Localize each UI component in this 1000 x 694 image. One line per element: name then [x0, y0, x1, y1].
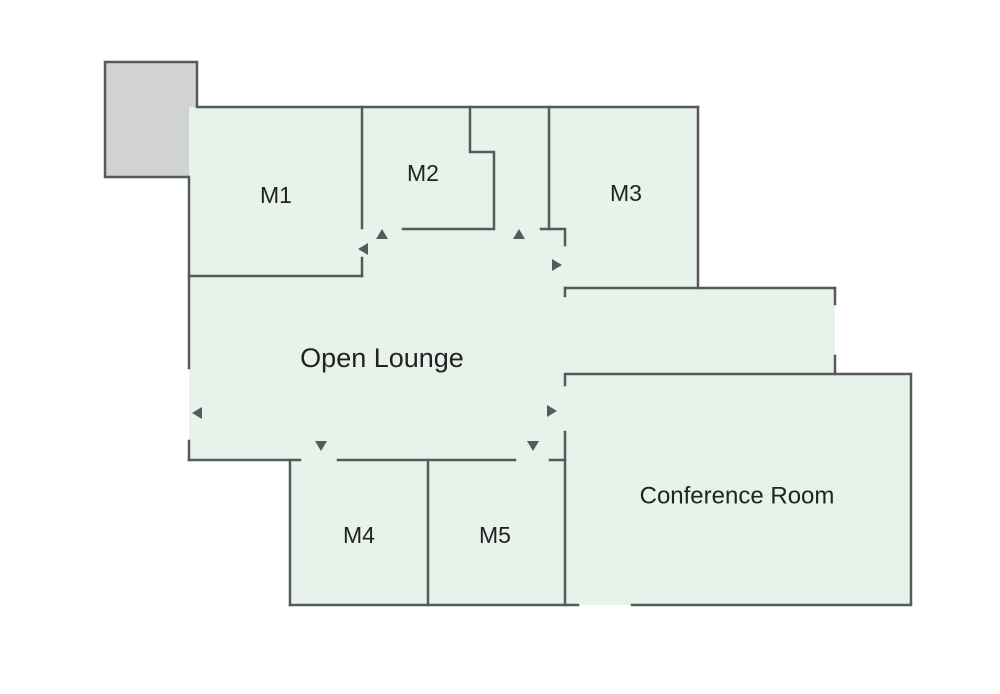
door-arrow-icon [513, 229, 525, 239]
door-arrow-icon [552, 259, 562, 271]
room-label-conference-room: Conference Room [640, 482, 835, 509]
door-arrow-icon [192, 407, 202, 419]
room-label-m3: M3 [610, 180, 642, 206]
door-arrow-icon [358, 243, 368, 255]
room-label-m1: M1 [260, 182, 292, 208]
room-label-open-lounge: Open Lounge [300, 343, 464, 373]
room-label-m2: M2 [407, 160, 439, 186]
door-arrow-icon [547, 405, 557, 417]
room-label-m4: M4 [343, 522, 375, 548]
door-markers [192, 229, 562, 451]
door-arrow-icon [315, 441, 327, 451]
room-label-m5: M5 [479, 522, 511, 548]
door-arrow-icon [376, 229, 388, 239]
door-arrow-icon [527, 441, 539, 451]
walls [187, 105, 913, 607]
utility-block [103, 60, 199, 179]
